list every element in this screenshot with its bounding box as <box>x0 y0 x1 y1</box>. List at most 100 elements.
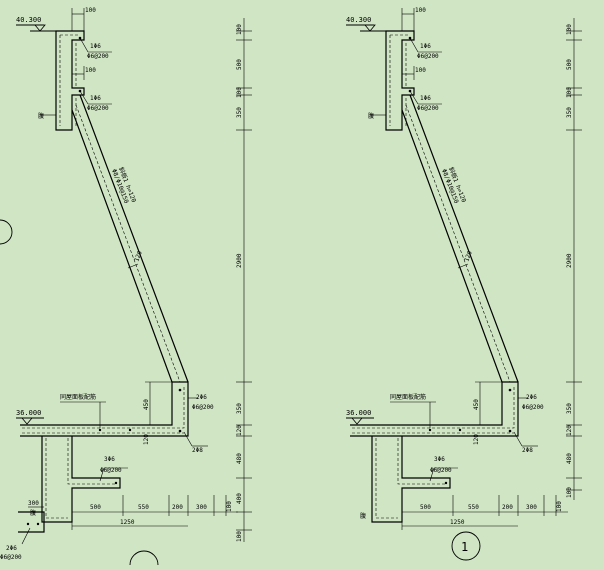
dim-right-2: 500 <box>236 59 243 70</box>
beam-note-2: 同屋面板配筋 <box>390 393 426 401</box>
rebar-dot <box>178 429 182 433</box>
rebar-dot <box>428 428 432 432</box>
beam-stirrup: Φ6@200 <box>192 404 214 411</box>
side-tag-lower: 腹 <box>30 509 36 517</box>
bar-2-2: 1Φ6 <box>420 95 431 102</box>
rebar-dot <box>508 388 512 392</box>
beam-bar: 2Φ6 <box>196 394 207 401</box>
parapet-rebar <box>59 34 80 126</box>
elev-top-label-2: 40.300 <box>346 16 371 24</box>
dim-bottom-2-2: 550 <box>468 504 479 511</box>
beam-height-2: 450 <box>473 399 480 410</box>
leader <box>429 467 435 482</box>
dim-right-10: 100 <box>236 531 243 542</box>
dim-right-7: 120 <box>236 425 243 436</box>
dim-right2-7: 120 <box>566 425 573 436</box>
bottom-stirrup: Φ6@200 <box>0 554 22 561</box>
dim-right-5: 2900 <box>236 253 243 268</box>
elev-top-label: 40.300 <box>16 16 41 24</box>
beam-stirrup-2: Φ6@200 <box>522 404 544 411</box>
lower-dim-300: 300 <box>28 500 39 507</box>
side-tag-upper-2: 腹 <box>368 112 374 120</box>
elev-triangle-bottom <box>21 417 33 425</box>
rebar-dot <box>36 522 40 526</box>
leader <box>79 37 89 53</box>
dim-bottom-4: 300 <box>196 504 207 511</box>
parapet-outline <box>55 30 85 131</box>
dim-right2-6: 350 <box>566 403 573 414</box>
slab-thk-tick <box>457 263 469 269</box>
lower-wall <box>41 436 121 523</box>
beam-height: 450 <box>143 399 150 410</box>
slab-rebar <box>75 104 181 383</box>
side-tag-lower-2: 腹 <box>360 512 366 520</box>
parapet-rebar <box>389 34 410 126</box>
slab-bottom-edge <box>79 94 189 383</box>
dim-total-2: 1250 <box>450 519 465 526</box>
dim-right-8: 480 <box>236 453 243 464</box>
dim-bottom-1: 500 <box>90 504 101 511</box>
rebar-dot <box>98 428 102 432</box>
stirrup-1-2: Φ6@200 <box>417 53 439 60</box>
stirrup-2-2: Φ6@200 <box>417 105 439 112</box>
lower-stirrup-2: Φ6@200 <box>430 467 452 474</box>
dim-bottom-4-2: 300 <box>526 504 537 511</box>
lower-bar-2: 3Φ6 <box>434 456 445 463</box>
beam-outline <box>350 381 519 437</box>
dim-right-4: 350 <box>236 107 243 118</box>
dim-right2-4: 350 <box>566 107 573 118</box>
beam-bottom-bar-2: 2Φ8 <box>522 447 533 454</box>
detail-left: 40.300 100 100 1Φ6 Φ6@200 1Φ6 Φ6@200 腹 斜… <box>0 7 252 566</box>
dim-right-9: 400 <box>236 493 243 504</box>
leader <box>409 90 419 105</box>
dim-right2-1: 100 <box>566 24 573 35</box>
bottom-piece <box>18 511 45 533</box>
rebar-dot <box>128 428 132 432</box>
rebar-dot <box>458 428 462 432</box>
elev-bottom-label-2: 36.000 <box>346 409 371 417</box>
dim-right2-9: 100 <box>566 487 573 498</box>
beam-outline <box>20 381 189 437</box>
dim-right2-8: 480 <box>566 453 573 464</box>
lower-stirrup: Φ6@200 <box>100 467 122 474</box>
dim-right-6: 350 <box>236 403 243 414</box>
top-dim-upper: 100 <box>85 7 96 14</box>
dim-right2-5: 2900 <box>566 253 573 268</box>
dim-ticks <box>236 30 252 531</box>
slab-under-2: 120 <box>473 434 480 445</box>
slab-top-edge <box>401 109 503 383</box>
top-dim-lower: 100 <box>85 67 96 74</box>
leader <box>21 527 31 545</box>
slab-thickness: 120 <box>133 250 144 263</box>
dim-bottom-3: 200 <box>172 504 183 511</box>
rebar-dot <box>178 388 182 392</box>
stirrup-1: Φ6@200 <box>87 53 109 60</box>
slab-bottom-edge <box>409 94 519 383</box>
slab-rebar <box>405 104 511 383</box>
partial-circle-bottom <box>129 550 159 566</box>
leader <box>183 431 193 447</box>
lower-wall <box>371 436 451 523</box>
detail-right: 40.300 100 100 1Φ6 Φ6@200 1Φ6 Φ6@200 腹 斜… <box>346 7 582 561</box>
dim-bottom-5: 100 <box>226 501 233 512</box>
dim-right-1: 100 <box>236 24 243 35</box>
lower-rebar <box>45 438 116 519</box>
rebar-dot <box>444 481 448 485</box>
slab-under: 120 <box>143 434 150 445</box>
elev-triangle-top <box>34 24 46 32</box>
partial-circle-left <box>0 219 13 245</box>
dim-bottom-3-2: 200 <box>502 504 513 511</box>
beam-note: 同屋面板配筋 <box>60 393 96 401</box>
dim-bottom-5-2: 100 <box>556 501 563 512</box>
beam-rebar <box>22 386 185 434</box>
slab-thickness-2: 120 <box>463 250 474 263</box>
bar-2: 1Φ6 <box>90 95 101 102</box>
dim-ticks <box>566 30 582 491</box>
dim-right-3: 100 <box>236 87 243 98</box>
dim-total: 1250 <box>120 519 135 526</box>
lower-bar: 3Φ6 <box>104 456 115 463</box>
top-dim-lower-2: 100 <box>415 67 426 74</box>
parapet-outline <box>385 30 415 131</box>
bottom-bar: 2Φ6 <box>6 545 17 552</box>
